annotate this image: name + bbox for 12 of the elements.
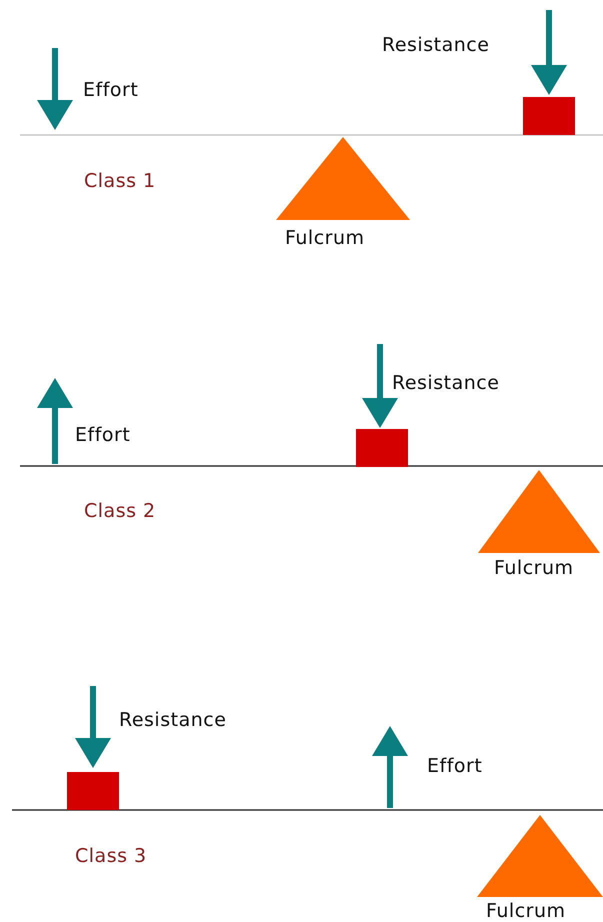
force-label: Resistance [382, 34, 490, 56]
force-label: Resistance [392, 372, 500, 394]
force-label: Effort [83, 79, 138, 101]
fulcrum-label: Fulcrum [285, 227, 365, 249]
fulcrum-label: Fulcrum [486, 900, 566, 922]
class-label: Class 3 [75, 845, 147, 867]
force-label: Effort [75, 424, 130, 446]
class-label: Class 2 [84, 500, 156, 522]
class-label: Class 1 [84, 170, 156, 192]
force-label: Effort [427, 755, 482, 777]
fulcrum-label: Fulcrum [494, 557, 574, 579]
force-label: Resistance [119, 709, 226, 731]
